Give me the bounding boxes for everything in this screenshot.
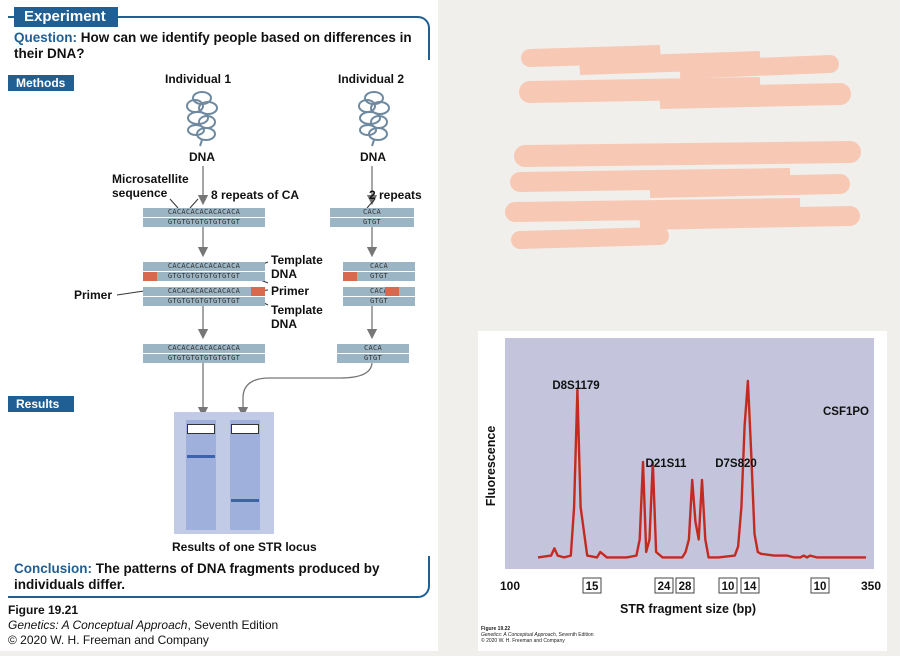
dna-label-2: DNA	[360, 150, 386, 164]
gel	[174, 412, 274, 534]
allele-label: 10	[814, 581, 827, 593]
dna-coil-icon-2	[358, 91, 390, 147]
fluorescence-trace	[537, 379, 866, 559]
figure-number: Figure 19.21	[8, 603, 79, 617]
copyright: © 2020 W. H. Freeman and Company	[481, 638, 565, 644]
strand-top: CACA	[337, 344, 409, 353]
allele-box	[810, 577, 830, 594]
flow-arrows	[116, 166, 378, 418]
figure-caption-left: Figure 19.21 Genetics: A Conceptual Appr…	[8, 603, 278, 648]
conclusion-label: Conclusion:	[14, 561, 92, 576]
strand-bottom: GTGT	[343, 272, 415, 281]
peak-label: D21S11	[646, 458, 688, 470]
question-frame	[8, 16, 430, 60]
allele-box	[582, 577, 602, 594]
gel-lane-2	[230, 420, 260, 530]
allele-label: 14	[744, 581, 757, 593]
conclusion-body: The patterns of DNA fragments produced b…	[14, 561, 380, 592]
question-body: How can we identify people based on diff…	[14, 30, 412, 61]
primer-segment	[385, 287, 399, 296]
individual-2-header: Individual 2	[338, 72, 405, 86]
primer-label-left: Primer	[74, 288, 113, 302]
experiment-tab: Experiment	[14, 7, 118, 27]
allele-box	[740, 577, 760, 594]
strand-bottom: GTGTGTGTGTGTGTGT	[143, 218, 265, 227]
allele-box	[654, 577, 674, 594]
repeats-8-label: 8 repeats of CA	[211, 188, 300, 202]
conclusion-frame	[8, 556, 430, 598]
strand-top: CACACACACACACACA	[143, 287, 265, 296]
peak-label: D8S1179	[552, 380, 599, 392]
strand-bottom: GTGT	[343, 297, 415, 306]
x-axis-label: STR fragment size (bp)	[620, 602, 756, 616]
x-axis-end: 350	[861, 579, 881, 593]
gel-caption: Results of one STR locus	[172, 540, 317, 554]
strand-top: CACA	[330, 208, 414, 217]
redaction-scribble	[505, 45, 861, 249]
strand-bottom: GTGT	[330, 218, 414, 227]
methods-tab: Methods	[8, 75, 74, 91]
book-edition: , Seventh Edition	[187, 618, 279, 632]
allele-box	[718, 577, 738, 594]
y-axis-label: Fluorescence	[484, 426, 498, 507]
x-axis-start: 100	[500, 579, 520, 593]
question-label: Question:	[14, 30, 77, 45]
repeats-2-label: 2 repeats	[369, 188, 422, 202]
strand-bottom: GTGT	[337, 354, 409, 363]
primer-segment	[251, 287, 265, 296]
gel-lane-1	[186, 420, 216, 530]
gel-well-2	[231, 424, 259, 434]
book-title: Genetics: A Conceptual Approach	[481, 632, 556, 638]
peak-label: D7S820	[715, 458, 757, 470]
book-title: Genetics: A Conceptual Approach	[8, 618, 188, 632]
experiment-panel: Experiment Question: How can we identify…	[0, 0, 438, 651]
allele-label: 24	[658, 581, 671, 593]
gel-band-2	[231, 499, 259, 502]
peak-label: CSF1PO	[823, 406, 869, 418]
question-text: Question: How can we identify people bas…	[14, 30, 424, 62]
allele-label: 10	[722, 581, 735, 593]
allele-label: 28	[679, 581, 692, 593]
conclusion-text: Conclusion: The patterns of DNA fragment…	[14, 561, 424, 593]
strand-top: CACACACACACACACA	[143, 208, 265, 217]
allele-box	[675, 577, 695, 594]
strand-bottom: GTGTGTGTGTGTGTGT	[143, 354, 265, 363]
copyright: © 2020 W. H. Freeman and Company	[8, 633, 209, 647]
results-tab: Results	[8, 396, 74, 412]
book-edition: , Seventh Edition	[555, 632, 594, 638]
allele-label: 15	[586, 581, 599, 593]
figure-caption-right: Figure 19.22 Genetics: A Conceptual Appr…	[481, 626, 594, 644]
figure-number: Figure 19.22	[481, 626, 511, 632]
individual-1-header: Individual 1	[165, 72, 232, 86]
strand-top: CACACACACACACACA	[143, 344, 265, 353]
dna-coil-icon-1	[186, 91, 218, 147]
dna-label-1: DNA	[189, 150, 215, 164]
gel-band-1	[187, 455, 215, 458]
strand-top: CACACACACACACACA	[143, 262, 265, 271]
primer-segment	[343, 272, 357, 281]
gel-well-1	[187, 424, 215, 434]
primer-segment	[143, 272, 157, 281]
strand-bottom: GTGTGTGTGTGTGTGT	[143, 272, 265, 281]
primer-label-right: Primer	[271, 284, 310, 298]
strand-top: CACA	[343, 287, 415, 296]
strand-bottom: GTGTGTGTGTGTGTGT	[143, 297, 265, 306]
strand-top: CACA	[343, 262, 415, 271]
